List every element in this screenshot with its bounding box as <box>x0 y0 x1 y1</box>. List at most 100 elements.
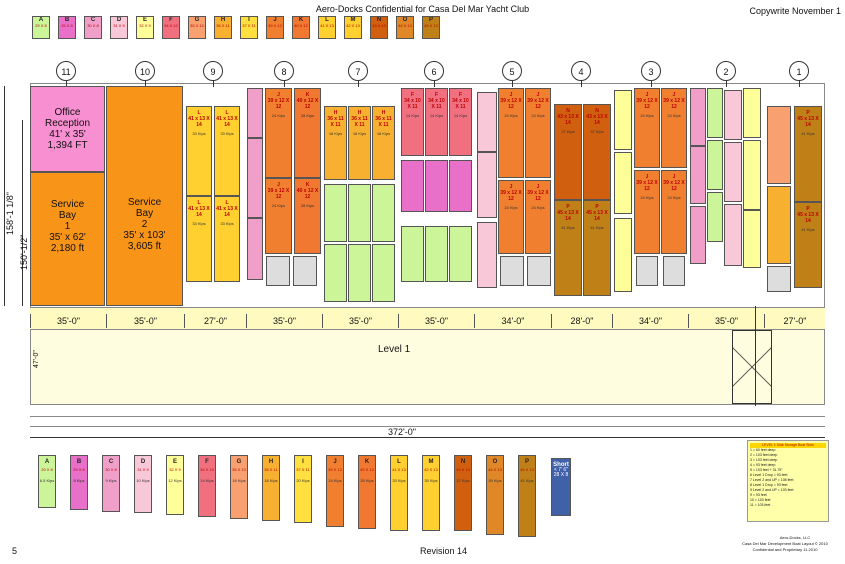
boat-slot[interactable] <box>324 244 347 302</box>
boat-slot[interactable] <box>614 90 632 150</box>
boat-slot[interactable] <box>477 92 497 152</box>
boat-slot[interactable] <box>767 186 791 264</box>
service-bay-2[interactable]: Service Bay 2 35' x 103' 3,605 ft <box>106 86 183 306</box>
boat-slot[interactable] <box>690 88 706 146</box>
boat-slot[interactable] <box>348 184 371 242</box>
boat-slot[interactable] <box>500 256 524 286</box>
boat-slot[interactable] <box>266 256 290 286</box>
office-reception[interactable]: Office Reception 41' x 35' 1,394 FT <box>30 86 105 172</box>
boat-slot[interactable] <box>477 222 497 288</box>
boat-slot[interactable] <box>425 226 448 282</box>
boat-slot[interactable] <box>690 206 706 264</box>
boat-slot[interactable] <box>401 160 424 212</box>
boat-slot[interactable] <box>724 204 742 266</box>
short-bar[interactable]: Short < 7' 6" 28 X 8 <box>551 458 571 516</box>
boat-slot[interactable] <box>767 106 791 184</box>
boat-slot[interactable] <box>477 152 497 218</box>
boat-slot[interactable] <box>425 160 448 212</box>
boat-slot[interactable] <box>527 256 551 286</box>
boat-slot[interactable] <box>449 226 472 282</box>
boat-slot[interactable] <box>372 244 395 302</box>
boat-slot[interactable] <box>614 218 632 292</box>
boat-slot[interactable] <box>449 160 472 212</box>
boat-slot[interactable] <box>690 146 706 204</box>
service-bay-1[interactable]: Service Bay 1 35' x 62' 2,180 ft <box>30 172 105 306</box>
boat-slot[interactable] <box>324 184 347 242</box>
boat-slot[interactable] <box>372 184 395 242</box>
boat-slot[interactable] <box>401 226 424 282</box>
boat-slot[interactable] <box>348 244 371 302</box>
boat-slot[interactable] <box>767 266 791 292</box>
boat-slot[interactable] <box>707 140 723 190</box>
boat-slot[interactable] <box>707 88 723 138</box>
boat-slot[interactable] <box>724 90 742 140</box>
boat-slot[interactable] <box>743 210 761 268</box>
boat-slot[interactable] <box>724 142 742 202</box>
boat-slot[interactable] <box>707 192 723 242</box>
boat-slot[interactable] <box>247 88 263 138</box>
boat-slot[interactable] <box>636 256 658 286</box>
boat-slot[interactable] <box>247 218 263 280</box>
boat-slot[interactable] <box>293 256 317 286</box>
boat-slot[interactable] <box>247 138 263 218</box>
